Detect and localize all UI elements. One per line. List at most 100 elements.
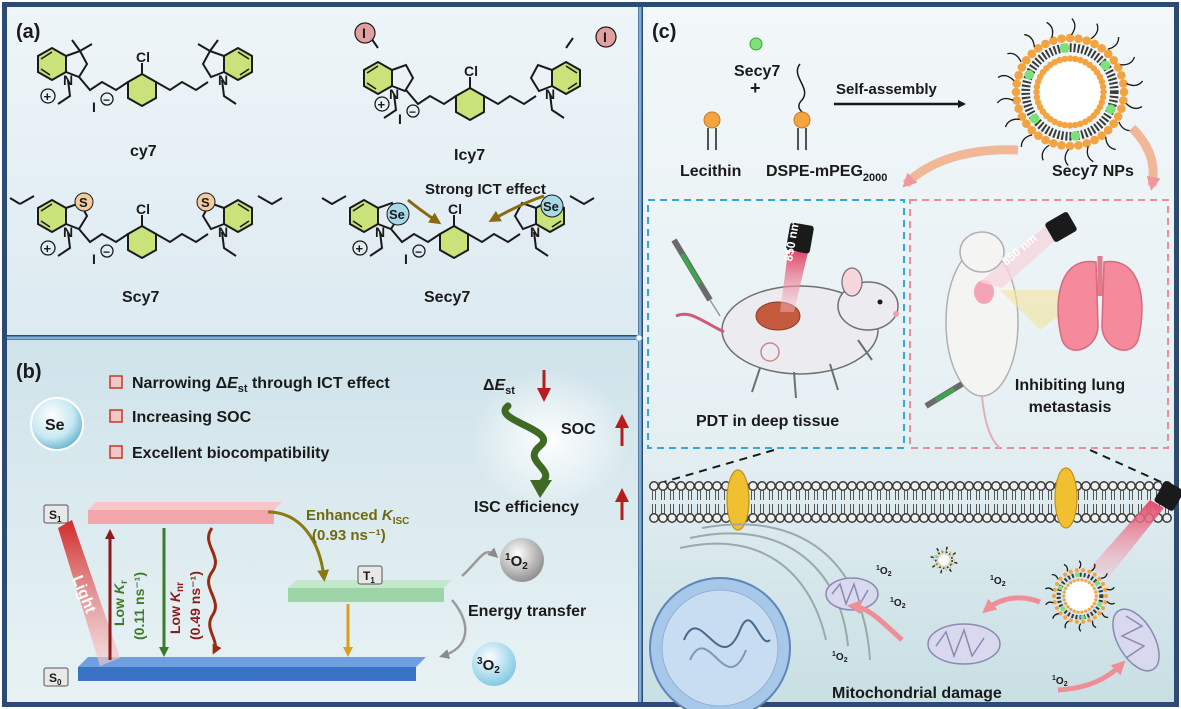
- minus-charge-icon: [100, 244, 114, 258]
- minus-charge-icon: [412, 244, 426, 258]
- mito-arrow: [982, 595, 1041, 614]
- bullet-text: Increasing SOC: [132, 409, 252, 426]
- s0-level-top: [78, 657, 426, 667]
- energy-transfer-arrow-down: [439, 599, 467, 659]
- np-arrow-left: [902, 145, 1019, 188]
- plus-charge-icon: [374, 96, 390, 112]
- knr-label: Low Knr: [167, 582, 186, 634]
- laser-icon: [786, 222, 814, 254]
- minus-charge-icon: [406, 104, 420, 118]
- molecule-name: Secy7: [424, 289, 470, 306]
- atom-s: S: [201, 195, 210, 210]
- t1-badge: [357, 565, 383, 585]
- iodine-highlight-icon: [354, 22, 376, 44]
- atom-n: N: [218, 72, 228, 88]
- atom-s: S: [79, 195, 88, 210]
- minus-sign: −: [409, 105, 416, 119]
- wavy-arrow: [501, 402, 550, 488]
- atom-iodine: I: [603, 29, 607, 45]
- selenium-badge-icon: [30, 397, 84, 451]
- mito-arrow: [847, 600, 904, 642]
- atom-cl: Cl: [464, 63, 478, 79]
- np-arrow-right: [1128, 124, 1161, 191]
- zoom-line-right: [1089, 449, 1171, 487]
- mitochondrion-icon: [825, 577, 879, 611]
- nonradiative-arrow: [207, 527, 222, 655]
- down-arrow-icon: [537, 370, 551, 402]
- minus-sign: −: [103, 93, 110, 107]
- t1-label: T1: [363, 569, 375, 585]
- pdt-label: PDT in deep tissue: [696, 413, 839, 430]
- s0-badge: [43, 667, 69, 687]
- panel-a-bg: [7, 7, 638, 335]
- s1-level-top: [88, 502, 282, 510]
- kr-label: Low Kr: [111, 580, 130, 626]
- atom-cl: Cl: [136, 201, 150, 217]
- panel-b-label: (b): [16, 361, 42, 383]
- iodide-counterion: I: [92, 251, 96, 267]
- lung-box: [909, 199, 1169, 449]
- panel-a-label: (a): [16, 21, 40, 43]
- isc-arrow: [267, 510, 330, 582]
- plus-charge-icon: [352, 240, 368, 256]
- sulfur-highlight-icon: [74, 192, 94, 212]
- nucleus-icon: [649, 523, 871, 709]
- soc-label: SOC: [561, 421, 596, 438]
- triplet-o2-label: 3O2: [477, 656, 500, 676]
- singlet-oxygen-icon: [500, 538, 544, 582]
- singlet-o2-label: 1O2: [890, 597, 906, 610]
- iodide-counterion: I: [92, 99, 96, 115]
- mouse-icon: [675, 267, 899, 399]
- molecule-scy7: S S Cl N N + I − Scy7: [9, 192, 283, 306]
- singlet-o2-label: 1O2: [832, 651, 848, 664]
- plus-charge-icon: [40, 240, 56, 256]
- iodide-counterion: I: [404, 251, 408, 267]
- s1-label: S1: [49, 508, 62, 524]
- mito-damage-label: Mitochondrial damage: [832, 685, 1002, 702]
- atom-n: N: [63, 72, 73, 88]
- dspe-label: DSPE-mPEG2000: [766, 163, 887, 184]
- panel-a: (a) Cl N N + I − cy7: [9, 21, 617, 306]
- energy-transfer-label: Energy transfer: [468, 603, 586, 620]
- zoom-line-left: [649, 449, 775, 487]
- s0-label: S0: [49, 671, 62, 687]
- dspe-mpeg-icon: [793, 63, 811, 150]
- up-arrow-icon: [615, 414, 629, 446]
- mitochondrion-icon: [1112, 608, 1160, 672]
- atom-iodine: I: [362, 25, 366, 41]
- atom-cl: Cl: [136, 49, 150, 65]
- enhanced-kisc-label: Enhanced KISC: [306, 507, 409, 527]
- up-arrow-icon: [615, 488, 629, 520]
- iodine-highlight-icon: [595, 26, 617, 48]
- t1-level: [288, 588, 444, 602]
- light-beam: [58, 520, 120, 666]
- ict-arrow-right: [488, 194, 545, 222]
- molecule-name: Scy7: [122, 289, 159, 306]
- atom-n: N: [218, 224, 228, 240]
- singlet-o2-label: 1O2: [1052, 675, 1068, 688]
- panel-c-label: (c): [652, 21, 676, 43]
- divider-dot: [635, 334, 643, 342]
- nanoparticle-icon: [996, 18, 1144, 166]
- sulfur-highlight-icon: [196, 192, 216, 212]
- knr-value: (0.49 ns⁻¹): [187, 571, 203, 640]
- inhibit-label-2: metastasis: [1029, 399, 1112, 416]
- lecithin-icon: [703, 111, 721, 150]
- lungs-icon: [1057, 256, 1143, 351]
- laser-icon: [1154, 481, 1181, 511]
- plus-charge-icon: [40, 88, 56, 104]
- plus-sign: +: [44, 241, 52, 256]
- ict-arrow-left: [407, 198, 442, 225]
- self-assembly-label: Self-assembly: [836, 81, 938, 98]
- s1-badge: [43, 504, 69, 524]
- atom-n: N: [375, 224, 385, 240]
- bullet-icon: [109, 445, 123, 459]
- s1-level: [88, 510, 274, 524]
- secy7-dot-icon: [749, 37, 763, 51]
- panel-c: (c) Secy7 + Lecithin DSPE-mPEG2000 Self-…: [647, 18, 1181, 709]
- secy7-label: Secy7: [734, 63, 780, 80]
- bullet-icon: [109, 409, 123, 423]
- molecule-icy7: I I Cl N N + I − Icy7: [354, 22, 617, 164]
- iodide-counterion: I: [398, 111, 402, 127]
- atom-se: Se: [389, 207, 405, 222]
